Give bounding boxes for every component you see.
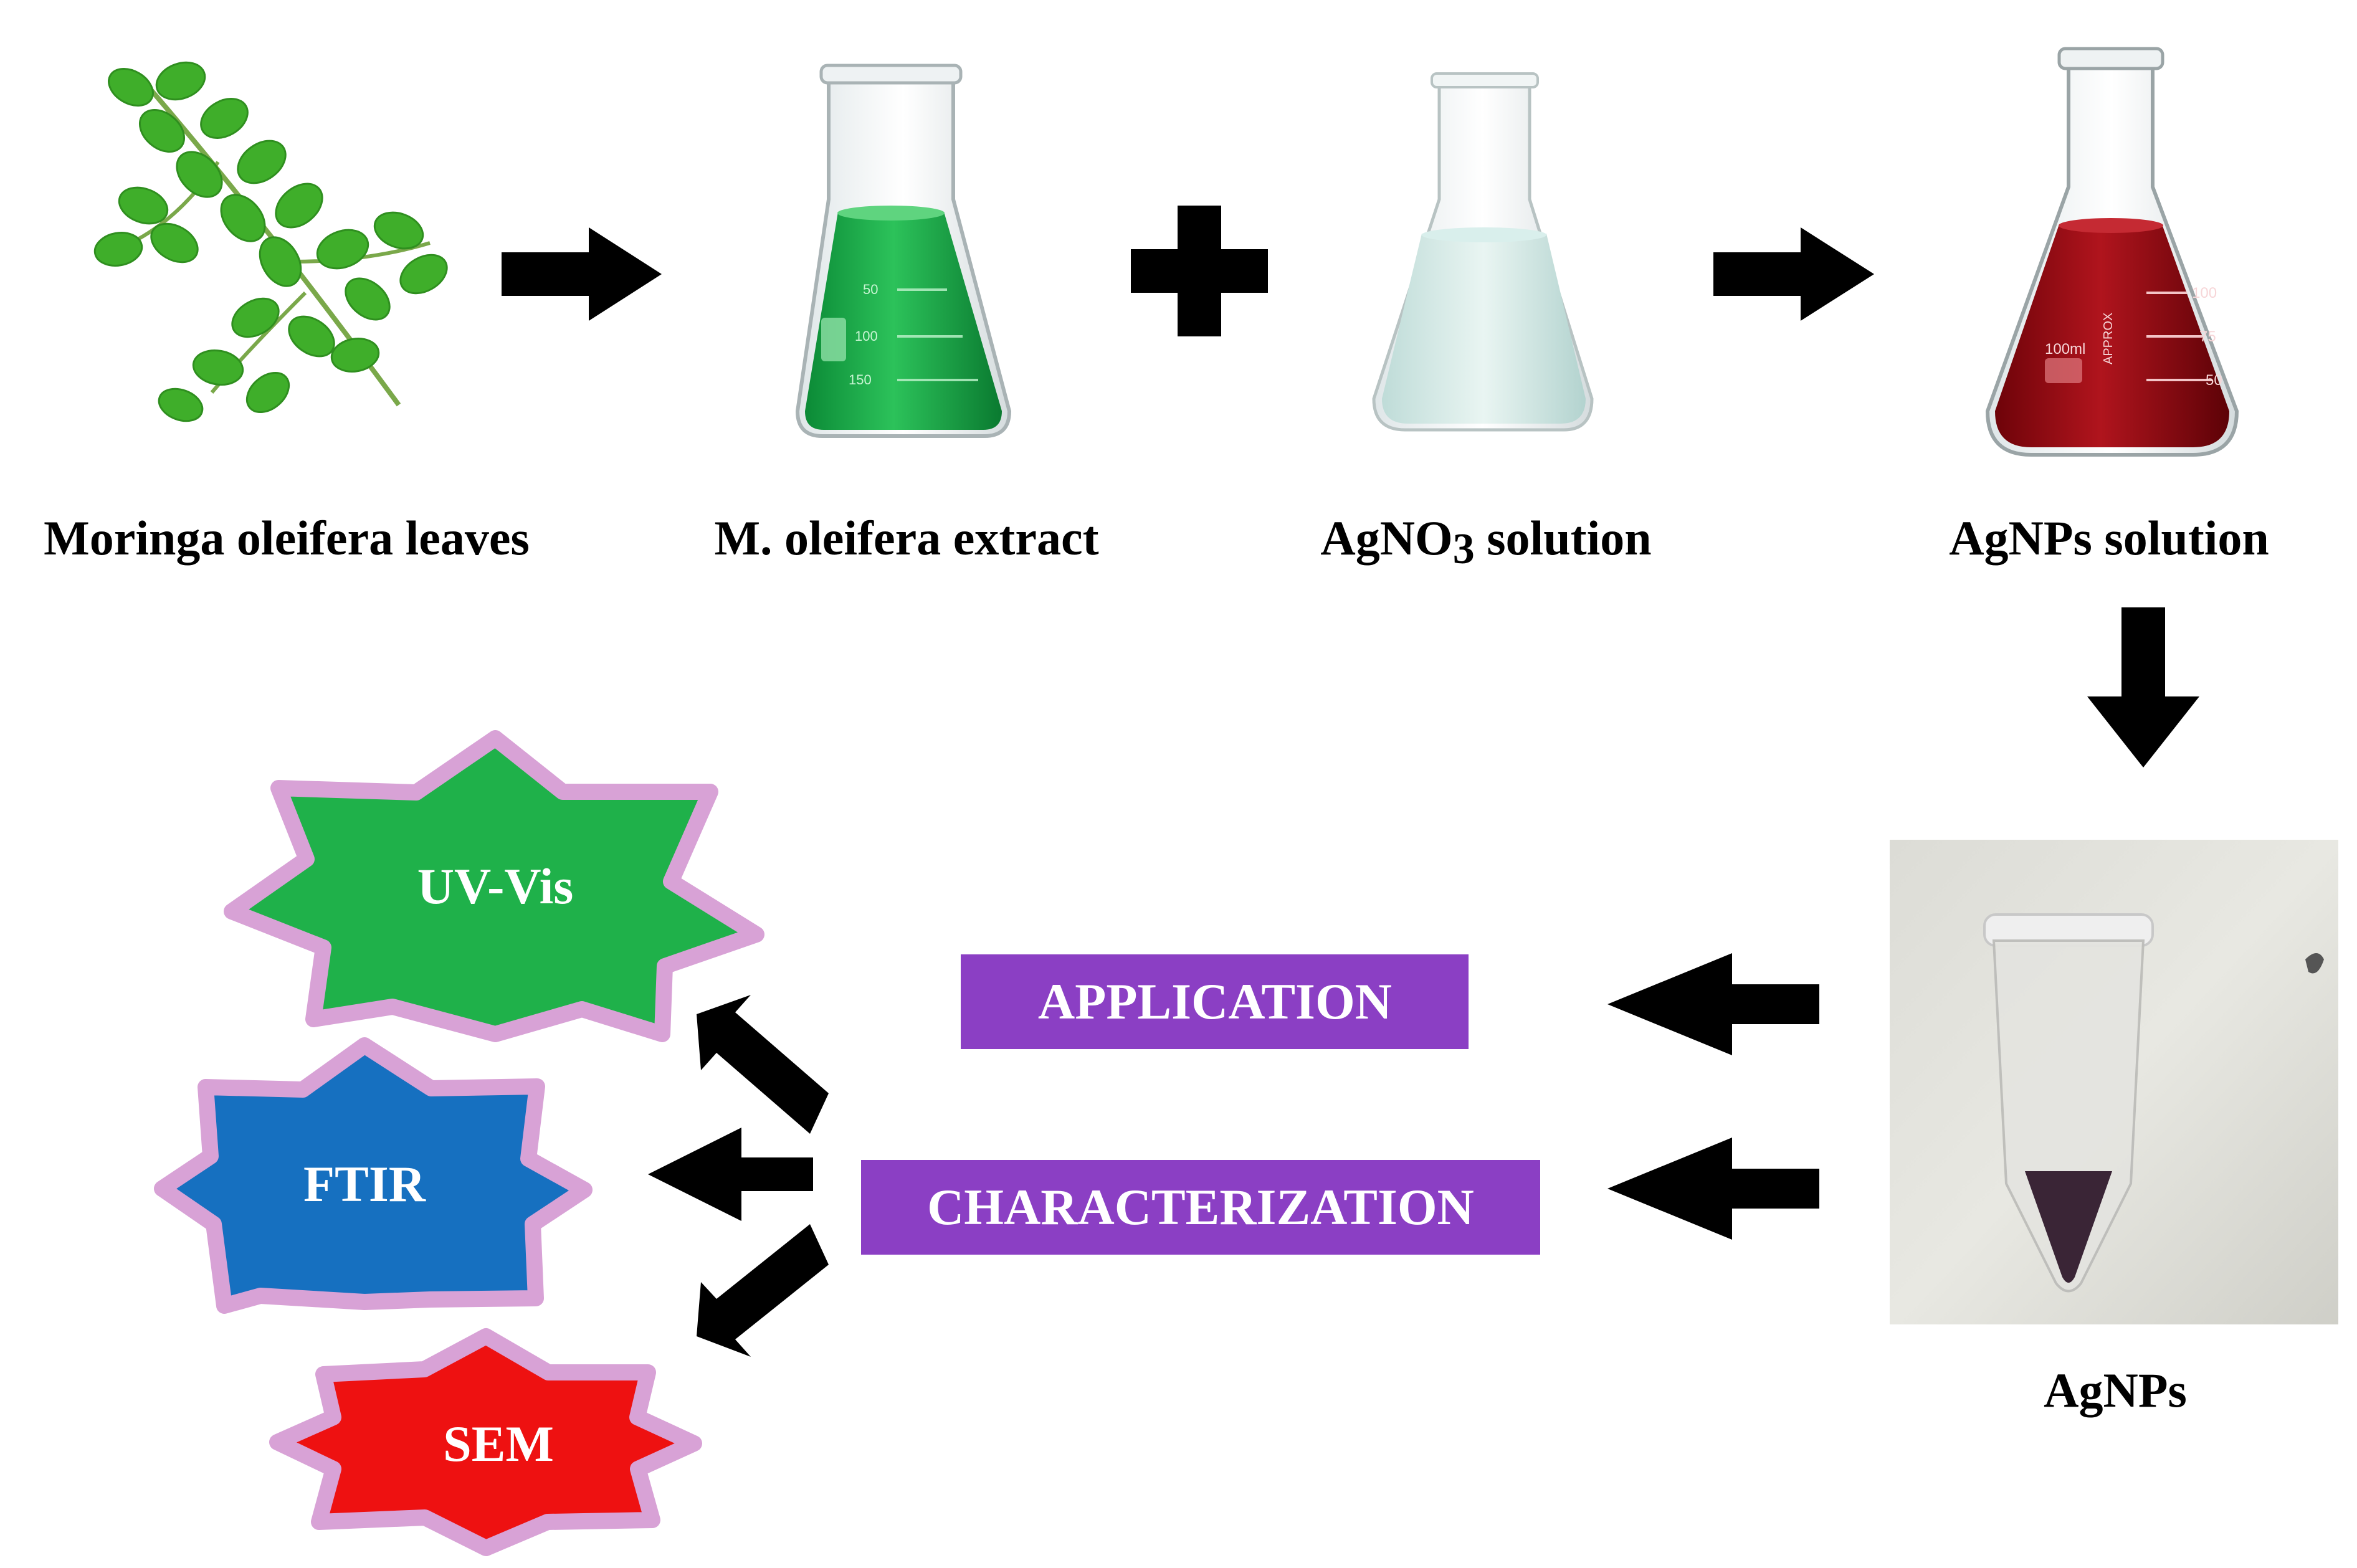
extract-mark-3: 150 (849, 372, 872, 387)
arrow-down (2087, 607, 2199, 767)
arrow-left-characterization (1607, 1138, 1819, 1240)
moringa-leaves-image (93, 61, 448, 422)
arrow-right-1 (502, 227, 662, 321)
extract-label: M. oleifera extract (714, 511, 1098, 565)
sem-star (269, 1328, 702, 1556)
agnps-mark-1: 100 (2192, 285, 2217, 302)
application-text: APPLICATION (1038, 973, 1392, 1030)
extract-mark-1: 50 (863, 282, 878, 297)
agnps-flask-image: 100 75 50 100ml APPROX (1985, 47, 2239, 457)
agnps-approx-mark: APPROX (2102, 313, 2115, 364)
plus-icon (1131, 206, 1268, 336)
leaves-label: Moringa oleifera leaves (44, 511, 530, 565)
arrow-to-ftir (648, 1128, 813, 1221)
arrow-right-2 (1713, 227, 1874, 321)
extract-flask-image: 50 100 150 (795, 64, 1012, 438)
agnps-mark-3: 50 (2206, 372, 2222, 389)
ftir-star (154, 1037, 593, 1314)
agnps-label: AgNPs (2044, 1363, 2187, 1417)
characterization-box (861, 1160, 1540, 1255)
uvvis-text: UV-Vis (417, 858, 574, 915)
application-box (961, 954, 1469, 1049)
characterization-text: CHARACTERIZATION (927, 1179, 1474, 1235)
ftir-text: FTIR (303, 1156, 426, 1212)
extract-mark-2: 100 (855, 328, 878, 344)
agnps-volume-mark: 100ml (2045, 341, 2085, 358)
agnps-photo (1890, 840, 2338, 1324)
arrow-to-sem (697, 1224, 829, 1357)
arrow-to-uvvis (697, 995, 829, 1134)
uvvis-star (224, 730, 764, 1042)
agno3-flask-image (1372, 72, 1594, 432)
agnps-mark-2: 75 (2199, 328, 2216, 345)
sem-text: SEM (443, 1415, 554, 1472)
agno3-label: AgNO3 solution (1320, 511, 1651, 573)
arrow-left-application (1607, 953, 1819, 1055)
agnps-solution-label: AgNPs solution (1949, 511, 2269, 565)
